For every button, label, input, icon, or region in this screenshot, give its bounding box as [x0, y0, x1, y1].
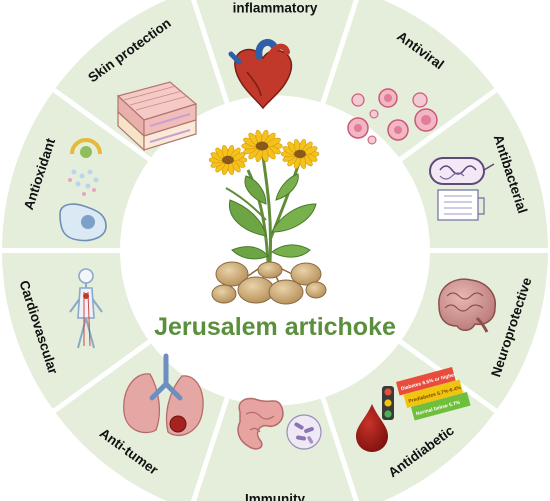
segment-divider — [319, 395, 360, 501]
segment-label: Immunity — [245, 492, 305, 501]
bacteria-icon — [429, 157, 495, 221]
cell-antioxidant-icon — [59, 138, 107, 242]
segment-divider — [319, 0, 360, 106]
sunflower-head — [241, 129, 283, 163]
segment-divider — [190, 0, 231, 106]
heart-icon — [228, 39, 293, 110]
lungs-tumor-icon — [123, 353, 204, 437]
segment-immunity: Immunity — [245, 492, 305, 501]
segment-label-line2: inflammatory — [233, 1, 318, 16]
sunflower-head — [280, 139, 320, 169]
sunflower-head — [208, 145, 248, 175]
human-vascular-icon — [69, 268, 103, 349]
plant-illustration — [208, 129, 327, 305]
segment-divider — [190, 395, 231, 501]
center-title: Jerusalem artichoke — [154, 313, 396, 341]
virus-icon — [347, 88, 438, 145]
segment-divider — [397, 85, 502, 163]
brain-icon — [438, 278, 496, 333]
segment-anti: Anti-inflammatory — [233, 1, 318, 16]
segment-divider — [48, 338, 153, 416]
segment-divider — [48, 85, 153, 163]
intestine-icon — [237, 397, 322, 450]
skin-layers-icon — [116, 81, 198, 152]
